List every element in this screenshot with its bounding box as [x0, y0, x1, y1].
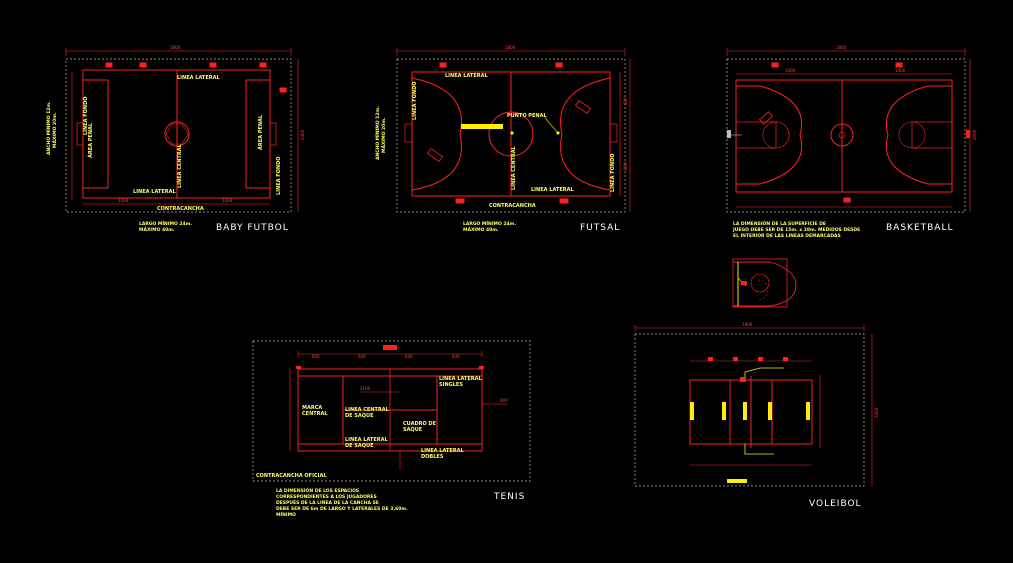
tenis-note-2: CORRESPONDIENTES A LOS JUGADORES	[276, 494, 377, 500]
baby-linea-fondo-right: LINEA FONDO	[276, 156, 282, 195]
baby-contracancha: CONTRACANCHA	[157, 206, 204, 212]
tenis-linea-lateral-singles: LINEA LATERAL	[439, 376, 482, 382]
baby-dim-left2: 1200	[222, 198, 233, 203]
tenis-central: CENTRAL	[302, 411, 328, 417]
futsal-linea-lateral-bottom: LINEA LATERAL	[531, 187, 574, 193]
futsal-drawing	[396, 48, 631, 213]
tenis-note-4: DEBE SER DE 6m DE LARGO Y LATERALES DE 3…	[276, 506, 408, 512]
voley-dim-right: 3000	[874, 407, 879, 418]
voleibol-labels: 1800 3000 VOLEIBOL	[742, 322, 879, 509]
futsal-ancho-2: MÁXIMO 20m.	[380, 117, 387, 153]
baby-linea-lateral-top: LINEA LATERAL	[177, 75, 220, 81]
tenis-cuadro-saque: CUADRO DE	[403, 421, 437, 427]
baby-ancho-1: ANCHO MÍNIMO 12m.	[44, 101, 52, 155]
futsal-dim-right1: 600	[623, 97, 628, 105]
baby-area-penal-right: ÁREA PENAL	[257, 114, 264, 150]
basket-note-1: LA DIMENSIÓN DE LA SUPERFICIE DE	[733, 220, 826, 227]
futsal-largo-2: MÁXIMO 40m.	[463, 226, 499, 233]
tenis-note-1: LA DIMENSIÓN DE LOS ESPACIOS	[276, 487, 359, 494]
basket-dim-right: 1400	[895, 68, 906, 73]
tenis-linea-central-saque: LINEA CENTRAL	[345, 407, 390, 413]
tenis-de-saque2: DE SAQUE	[345, 443, 374, 449]
baby-ancho-2: MÁXIMO 20m.	[51, 112, 58, 148]
futsal-linea-fondo-right: LINEA FONDO	[610, 153, 616, 192]
tenis-de-saque: DE SAQUE	[345, 413, 374, 419]
baby-dim-right: 2400	[300, 129, 305, 140]
tenis-dim-top4: 640	[452, 354, 460, 359]
baby-linea-lateral-bottom: LINEA LATERAL	[133, 189, 176, 195]
basket-dim-top: 1800	[836, 45, 847, 50]
tenis-contracancha: CONTRACANCHA OFICIAL	[256, 473, 327, 479]
tenis-dim-inner: 2100	[360, 386, 371, 391]
baby-linea-central: LINEA CENTRAL	[177, 143, 183, 188]
basket-note-3: EL INTERIOR DE LAS LINEAS DEMARCADAS	[733, 233, 841, 239]
tenis-dobles: DOBLES	[421, 454, 444, 460]
tenis-labels: 640 640 640 640 2100 600 LINEA LATERAL S…	[256, 354, 525, 518]
tenis-marca: MARCA	[302, 405, 322, 411]
basket-dim-right-side: 2000	[972, 129, 977, 140]
basket-dim-left: 1400	[785, 68, 796, 73]
baby-title: BABY FUTBOL	[216, 223, 289, 233]
tenis-title: TENIS	[493, 492, 525, 502]
voleibol-drawing	[634, 325, 873, 487]
tenis-dim-top1: 640	[312, 354, 320, 359]
tenis-saque: SAQUE	[403, 427, 423, 433]
tenis-drawing	[252, 340, 531, 482]
basketball-drawing	[726, 48, 971, 308]
tenis-note-3: DESPUÉS DE LA LINEA DE LA CANCHA SE	[276, 498, 379, 506]
baby-area-penal-left: ÁREA PENAL	[87, 122, 94, 158]
futsal-title: FUTSAL	[580, 223, 620, 233]
basket-note-2: JUEGO DEBE SER DE 15m. x 28m. MEDIDOS DE…	[732, 227, 860, 233]
futsal-largo-1: LARGO MÍNIMO 24m.	[463, 219, 516, 227]
tenis-dim-right: 600	[500, 398, 508, 403]
tenis-singles: SINGLES	[439, 382, 463, 388]
baby-dim-left1: 1200	[118, 198, 129, 203]
baby-largo-2: MÁXIMO 40m.	[139, 226, 175, 233]
baby-dim-top: 1800	[170, 45, 181, 50]
futsal-contracancha: CONTRACANCHA	[489, 203, 536, 209]
tenis-dim-top3: 640	[405, 354, 413, 359]
basket-title: BASKETBALL	[886, 223, 954, 233]
baby-largo-1: LARGO MÍNIMO 24m.	[139, 219, 192, 227]
futsal-linea-fondo-left: LINEA FONDO	[412, 81, 418, 120]
futsal-labels: 1800 600 600 LINEA LATERAL LINEA LATERAL…	[373, 45, 628, 233]
futsal-dim-right2: 600	[623, 162, 628, 170]
tenis-linea-lateral-dobles: LINEA LATERAL	[421, 448, 464, 454]
baby-futbol-labels: 1800 1200 1200 2400 LINEA LATERAL LINEA …	[44, 45, 305, 233]
tenis-dim-top2: 640	[358, 354, 366, 359]
futsal-dim-top: 1800	[505, 45, 516, 50]
futsal-linea-lateral-top: LINEA LATERAL	[445, 73, 488, 79]
futsal-ancho-1: ANCHO MÍNIMO 12m.	[373, 106, 381, 160]
futsal-punto-penal: PUNTO PENAL	[507, 113, 547, 119]
tenis-note-5: MÍNIMO	[276, 510, 296, 518]
baby-futbol-drawing	[65, 48, 299, 213]
voley-title: VOLEIBOL	[809, 499, 862, 509]
voley-dim-top: 1800	[742, 322, 753, 327]
baby-linea-fondo-left: LINEA FONDO	[83, 96, 89, 135]
tenis-linea-lateral-saque: LINEA LATERAL	[345, 437, 388, 443]
futsal-linea-central: LINEA CENTRAL	[511, 145, 517, 190]
basketball-labels: 1800 1400 1400 2000 LA DIMENSIÓN DE LA S…	[732, 45, 977, 239]
